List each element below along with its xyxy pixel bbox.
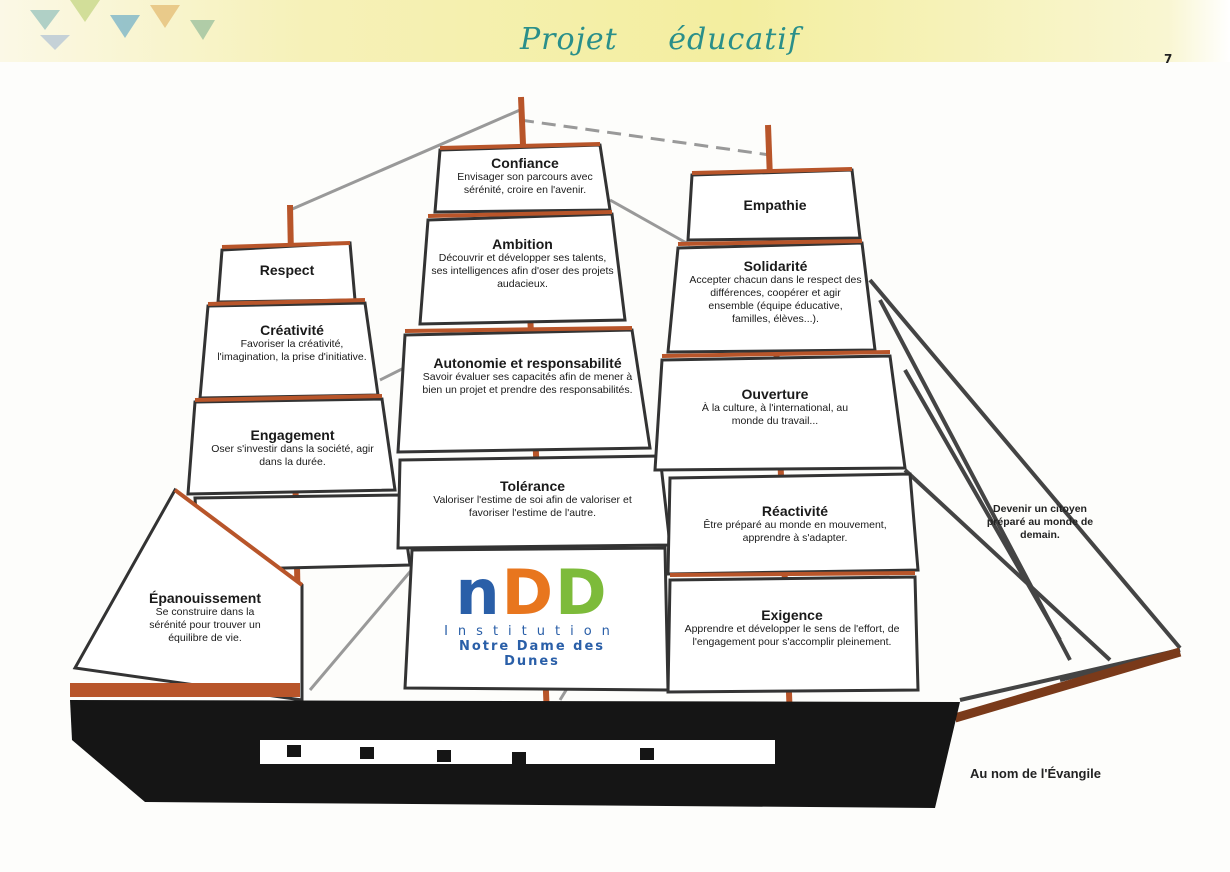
logo-d2: D	[555, 556, 609, 629]
sail-text: Valoriser l'estime de soi afin de valori…	[433, 494, 632, 519]
sail-text: Apprendre et développer le sens de l'eff…	[684, 623, 900, 648]
sail-title: Ambition	[492, 236, 553, 252]
yards	[173, 142, 916, 587]
sail-title: Respect	[259, 262, 315, 278]
sail-title: Réactivité	[761, 503, 829, 519]
stern-rail	[70, 683, 300, 697]
sail-text: Savoir évaluer ses capacités afin de men…	[422, 371, 633, 396]
sail-empathie: Empathie	[700, 197, 850, 213]
page-title: Projet éducatif	[520, 22, 800, 57]
bowsprit	[953, 647, 1182, 723]
sail-title: Créativité	[260, 322, 324, 338]
logo-d1: D	[501, 556, 556, 629]
sail-title: Engagement	[250, 427, 335, 443]
logo-name: Notre Dame des Dunes	[458, 639, 606, 669]
sail-text: Envisager son parcours avec sérénité, cr…	[457, 171, 593, 196]
footer-motto: Au nom de l'Évangile	[970, 766, 1101, 781]
jib-text: Devenir un citoyen préparé au monde de d…	[986, 503, 1094, 541]
sail-title: Confiance	[491, 155, 559, 171]
ndd-logo: nDD Institution Notre Dame des Dunes	[432, 562, 632, 670]
sail-respect: Respect	[222, 262, 352, 278]
sail-title: Épanouissement	[148, 590, 262, 606]
sail-title: Tolérance	[499, 478, 566, 494]
sail-text: Se construire dans la sérénité pour trou…	[149, 606, 261, 644]
sail-title: Solidarité	[743, 258, 808, 274]
logo-n: n	[455, 556, 502, 629]
sail-title: Empathie	[743, 197, 807, 213]
sail-text: Être préparé au monde en mouvement, appr…	[703, 519, 887, 544]
logo-institution: Institution	[444, 624, 620, 639]
sail-title: Exigence	[761, 607, 823, 623]
sail-text: À la culture, à l'international, au mond…	[701, 402, 849, 427]
sail-title: Autonomie et responsabilité	[433, 355, 622, 371]
portholes	[287, 745, 654, 764]
sail-text: Favoriser la créativité, l'imagination, …	[217, 338, 367, 363]
sail-text: Oser s'investir dans la société, agir da…	[211, 443, 374, 468]
page-number: 7	[1164, 52, 1173, 66]
header-triangles	[30, 0, 215, 50]
sail-text: Accepter chacun dans le respect des diff…	[689, 274, 862, 325]
sail-text: Découvrir et développer ses talents, ses…	[431, 252, 614, 290]
sail-title: Ouverture	[741, 386, 809, 402]
